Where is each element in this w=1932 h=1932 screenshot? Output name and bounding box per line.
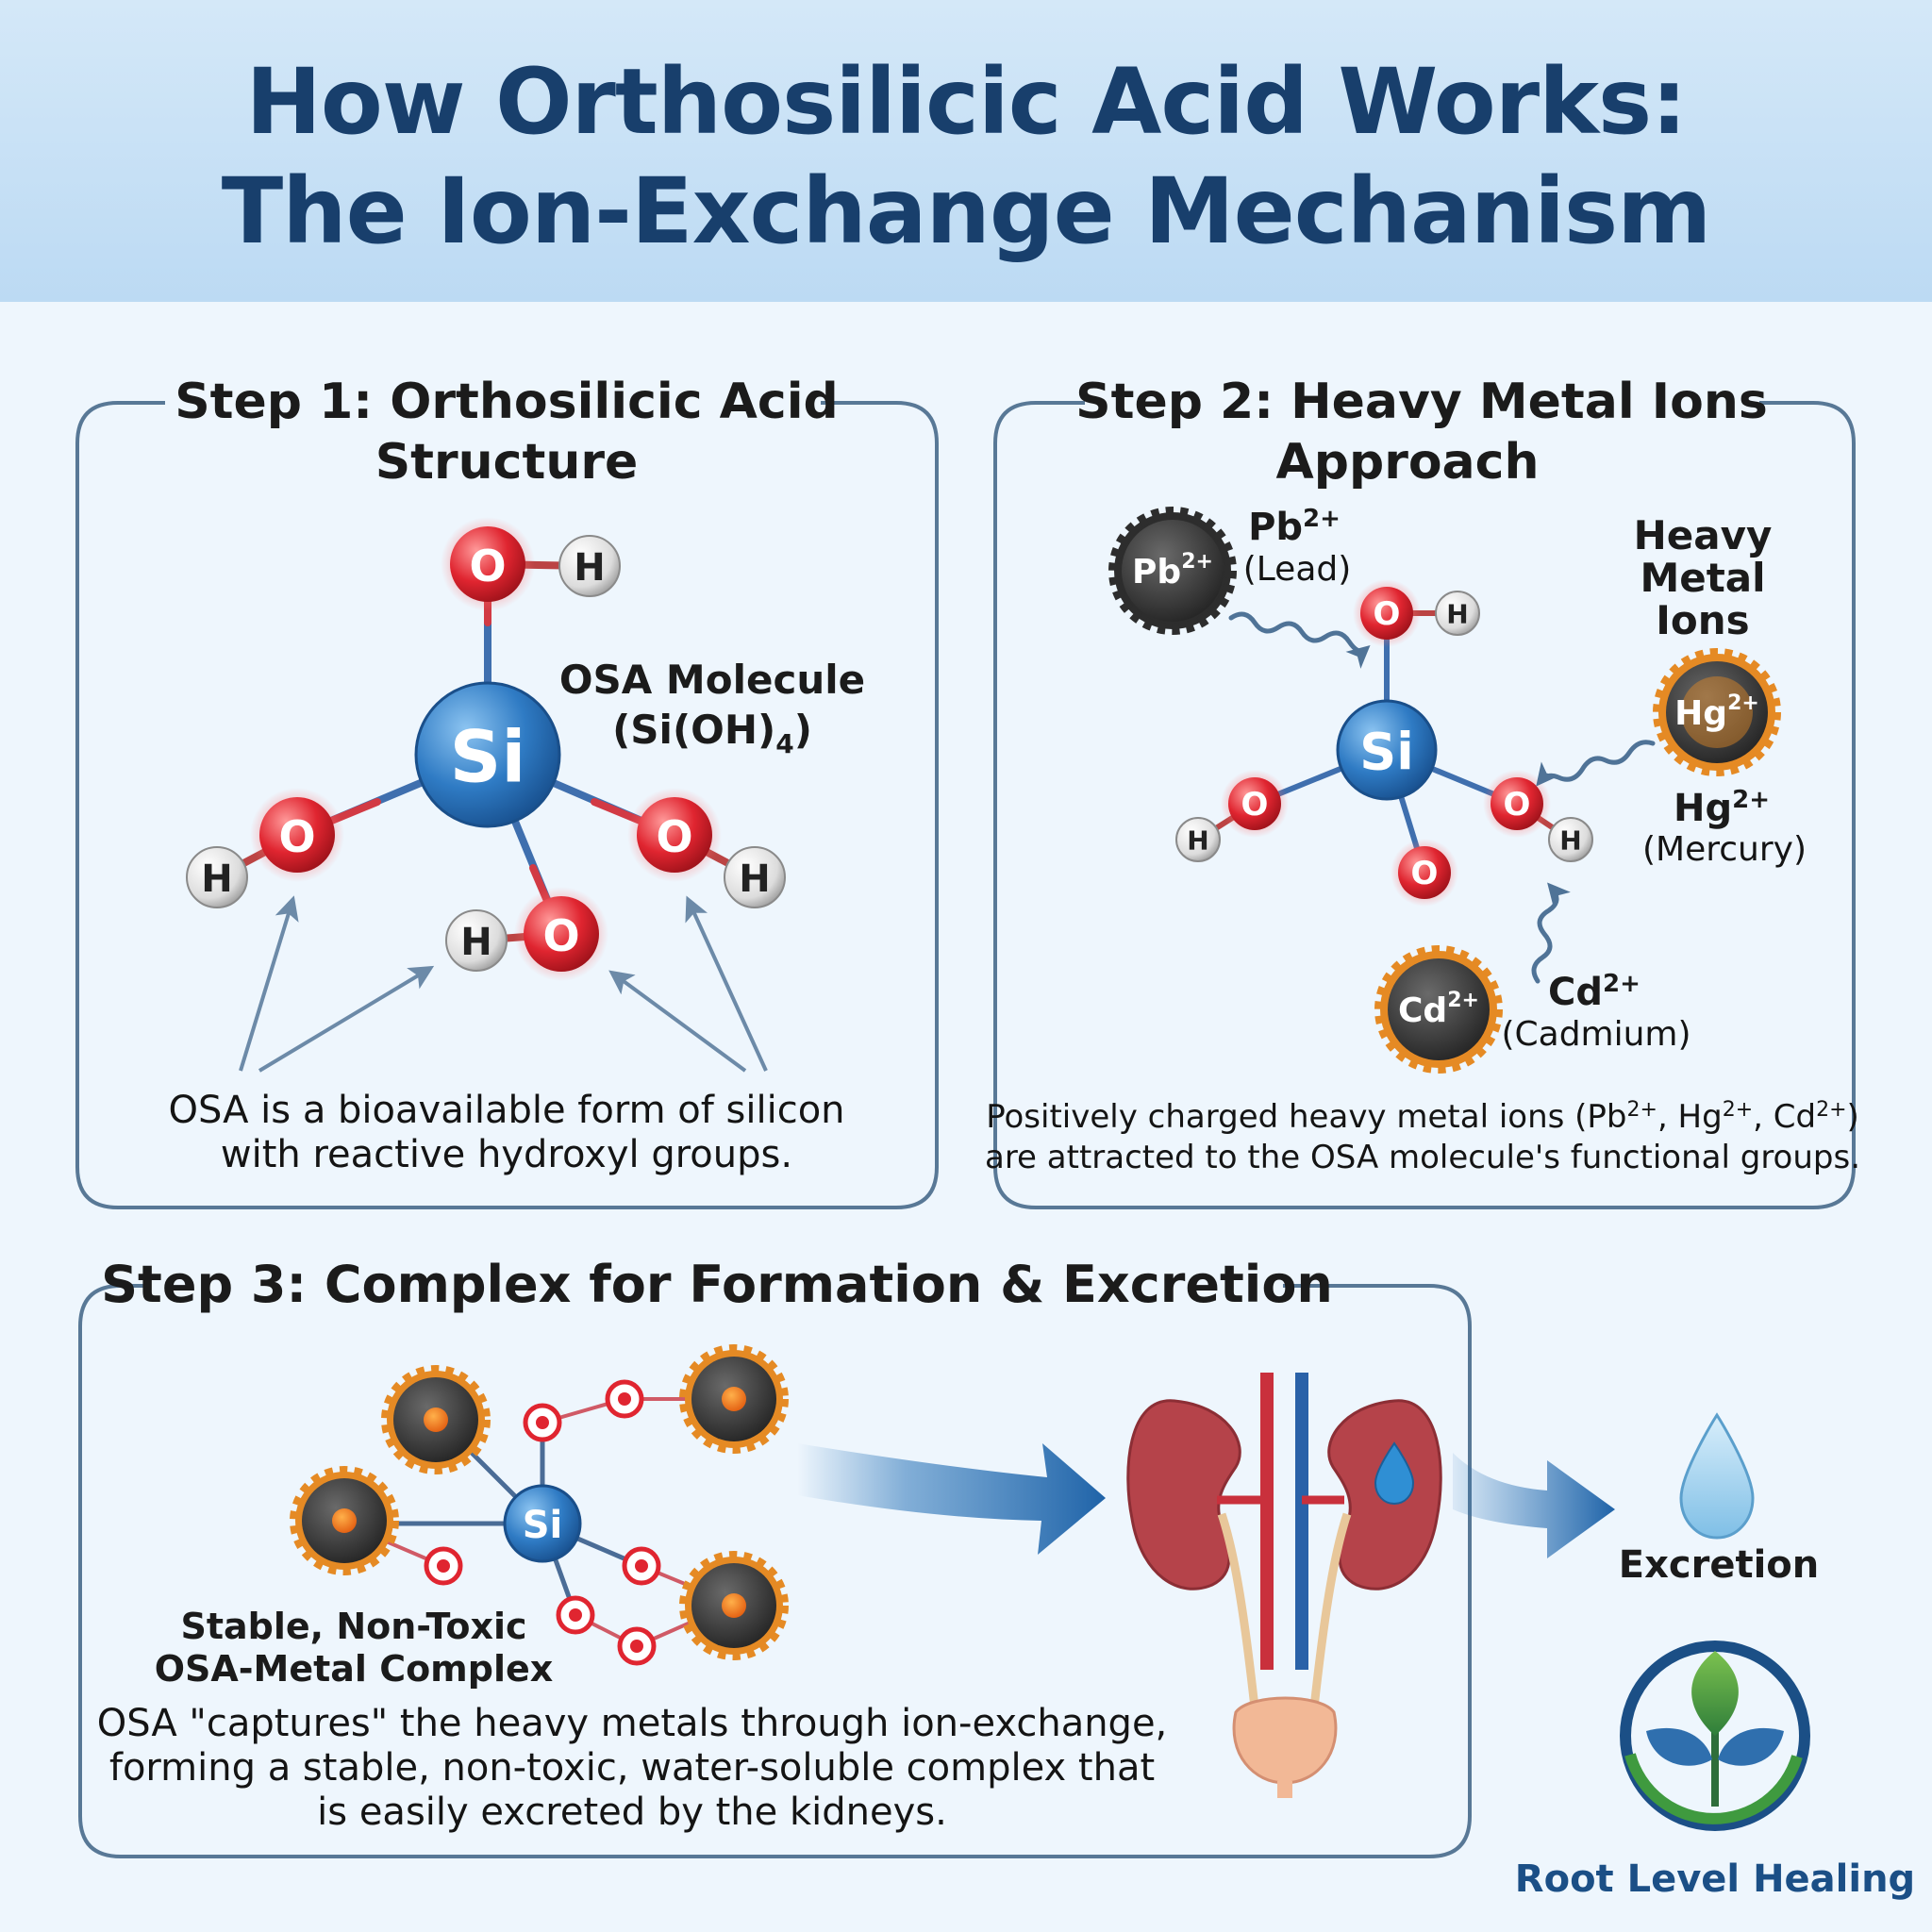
step2-border <box>993 401 1856 1209</box>
step1-caption-line2: with reactive hydroxyl groups. <box>221 1133 792 1176</box>
step3-title: Step 3: Complex for Formation & Excretio… <box>101 1255 1333 1314</box>
cd-label: Cd2+ <box>1548 970 1641 1014</box>
osa-molecule-formula: (Si(OH)4) <box>612 707 812 759</box>
step2-atom-o-bottom: O <box>1391 839 1458 907</box>
svg-text:H: H <box>1559 825 1581 857</box>
heavy-metal-label-line1: Heavy <box>1634 512 1773 558</box>
pb-ion: Pb2+ <box>1108 507 1237 635</box>
step1-atom-o-right: O <box>627 788 722 882</box>
osa-molecule-label: OSA Molecule <box>559 657 865 703</box>
heavy-metal-label-line3: Ions <box>1656 597 1749 643</box>
svg-text:Pb2+: Pb2+ <box>1132 550 1213 591</box>
excretion-label: Excretion <box>1619 1543 1819 1587</box>
step1-caption-line1: OSA is a bioavailable form of silicon <box>168 1089 844 1132</box>
page-title-line1: How Orthosilicic Acid Works: <box>245 49 1688 155</box>
step1-title-line1: Step 1: Orthosilicic Acid <box>175 374 839 430</box>
step2-atom-o-right: O <box>1483 770 1551 838</box>
complex-oxygens <box>424 1379 661 1666</box>
hg-label: Hg2+ <box>1674 786 1770 830</box>
svg-text:Cd2+: Cd2+ <box>1398 989 1479 1030</box>
step1-title-line2: Structure <box>375 434 639 491</box>
step1-atom-h-top: H <box>558 535 621 597</box>
brand-name: Root Level Healing <box>1515 1857 1915 1901</box>
heavy-metal-label-line2: Metal <box>1640 555 1765 601</box>
step2-atom-h-top: H <box>1435 591 1480 636</box>
complex-label-line2: OSA-Metal Complex <box>155 1648 554 1690</box>
svg-text:H: H <box>574 546 605 590</box>
step3-border <box>78 1284 1472 1858</box>
step2-caption-line2: are attracted to the OSA molecule's func… <box>985 1139 1860 1176</box>
step2-panel: Step 2: Heavy Metal Ions Approach O H <box>985 374 1860 1209</box>
complex-atom-si: Si <box>503 1484 582 1563</box>
step1-pointer-arrows <box>239 895 768 1073</box>
step2-title-line1: Step 2: Heavy Metal Ions <box>1075 374 1768 430</box>
complex-metal-1 <box>381 1365 491 1474</box>
svg-text:O: O <box>1504 786 1531 824</box>
step3-caption-line1: OSA "captures" the heavy metals through … <box>97 1702 1168 1745</box>
water-drop-icon <box>1679 1412 1755 1540</box>
svg-text:H: H <box>1187 825 1208 857</box>
kidney-system-icon <box>1126 1373 1442 1798</box>
hg-name: (Mercury) <box>1642 830 1807 869</box>
svg-text:O: O <box>1411 855 1439 892</box>
complex-metal-2 <box>679 1344 789 1454</box>
cd-name: (Cadmium) <box>1501 1015 1690 1054</box>
flow-arrow-to-kidneys <box>797 1443 1106 1555</box>
svg-text:O: O <box>542 910 579 961</box>
complex-metal-4 <box>679 1551 789 1660</box>
svg-text:H: H <box>739 858 770 901</box>
complex-label-line1: Stable, Non-Toxic <box>180 1606 526 1647</box>
svg-text:O: O <box>1241 786 1269 824</box>
step2-atom-h-right: H <box>1548 817 1593 862</box>
step2-atom-o-left: O <box>1221 770 1289 838</box>
cd-ion: Cd2+ <box>1374 945 1503 1074</box>
svg-text:Si: Si <box>1359 723 1413 782</box>
step2-wavy-arrows <box>1228 611 1656 984</box>
step3-panel: Step 3: Complex for Formation & Excretio… <box>78 1255 1819 1858</box>
flow-arrow-to-excretion <box>1453 1453 1615 1558</box>
step2-atom-si: Si <box>1336 699 1438 801</box>
pb-label: Pb2+ <box>1248 505 1341 549</box>
step1-border <box>75 401 939 1209</box>
svg-text:Si: Si <box>523 1504 563 1547</box>
step1-atom-o-bottom: O <box>514 887 608 981</box>
pb-name: (Lead) <box>1243 550 1352 589</box>
step1-atom-h-right: H <box>724 846 786 908</box>
brand-logo <box>1620 1641 1810 1831</box>
svg-text:O: O <box>278 811 315 862</box>
svg-text:H: H <box>1446 599 1468 630</box>
hg-ion: Hg2+ <box>1653 648 1781 776</box>
step3-caption-line3: is easily excreted by the kidneys. <box>317 1790 947 1834</box>
svg-text:O: O <box>1374 595 1401 633</box>
header-banner: How Orthosilicic Acid Works: The Ion-Exc… <box>0 0 1932 302</box>
svg-text:Hg2+: Hg2+ <box>1674 691 1759 733</box>
step1-atom-o-left: O <box>250 788 344 882</box>
step1-atom-si: Si <box>414 681 561 828</box>
step2-caption-line1: Positively charged heavy metal ions (Pb2… <box>986 1098 1859 1136</box>
svg-text:H: H <box>460 921 491 964</box>
step2-title-line2: Approach <box>1276 434 1540 491</box>
step3-caption-line2: forming a stable, non-toxic, water-solub… <box>109 1746 1155 1790</box>
step1-atom-o-top: O <box>441 517 535 611</box>
complex-metal-3 <box>290 1466 399 1575</box>
step1-panel: Step 1: Orthosilicic Acid Structure <box>75 374 939 1209</box>
svg-text:H: H <box>201 858 232 901</box>
step2-atom-h-left: H <box>1175 817 1221 862</box>
svg-text:O: O <box>469 541 506 591</box>
page-title-line2: The Ion-Exchange Mechanism <box>221 158 1711 264</box>
step2-atom-o-top: O <box>1353 579 1421 647</box>
svg-text:Si: Si <box>450 715 526 799</box>
step1-atom-h-bottom: H <box>445 909 508 972</box>
step1-atom-h-left: H <box>186 846 248 908</box>
svg-text:O: O <box>656 811 692 862</box>
